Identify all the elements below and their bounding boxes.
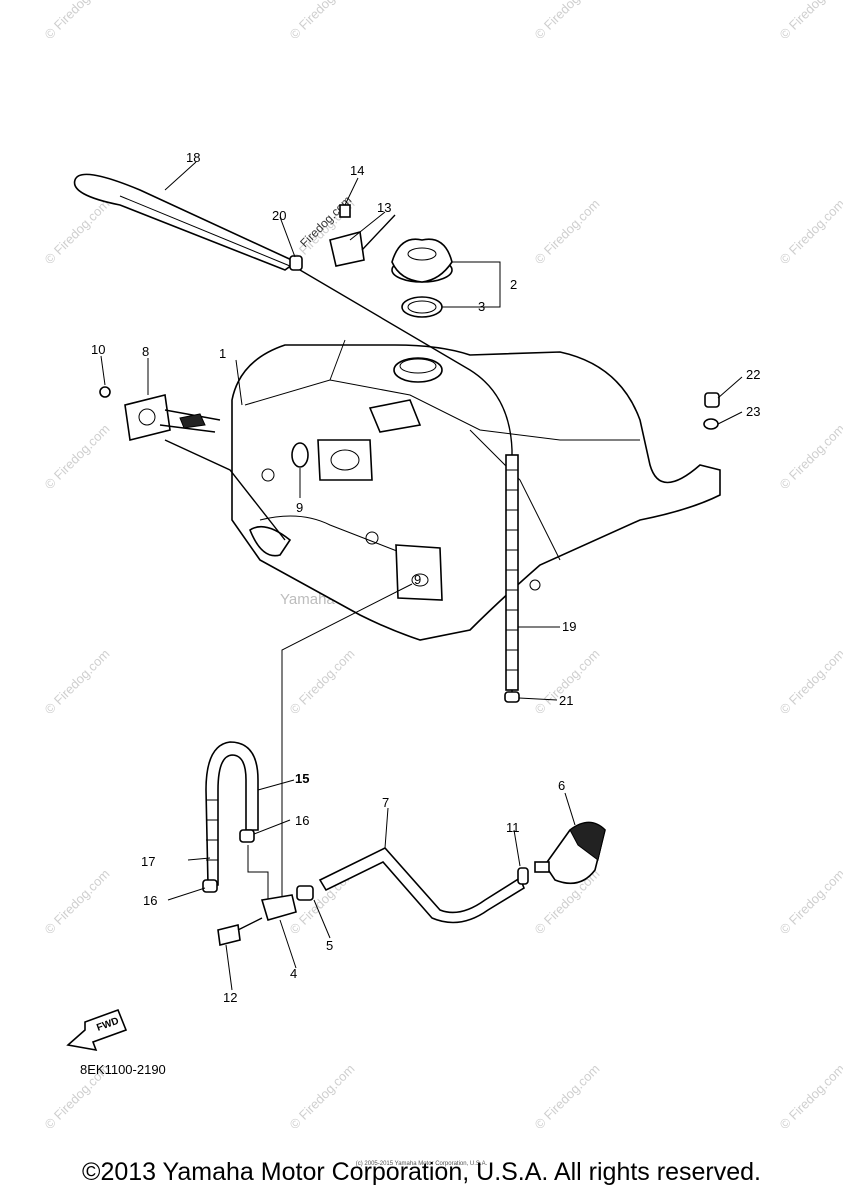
callout-11: 11 — [506, 820, 520, 835]
callout-10: 10 — [91, 342, 105, 357]
callout-23: 23 — [746, 404, 760, 419]
firedog-watermark: © Firedog.com — [287, 0, 358, 42]
fuel-sender-8 — [99, 386, 286, 541]
firedog-watermark: © Firedog.com — [777, 866, 843, 937]
callout-leaders — [100, 161, 743, 991]
callout-20: 20 — [272, 208, 286, 223]
firedog-watermark: © Firedog.com — [777, 646, 843, 717]
callout-22: 22 — [746, 367, 760, 382]
callout-21: 21 — [559, 693, 573, 708]
firedog-watermark: © Firedog.com — [777, 0, 843, 42]
callout-18: 18 — [186, 150, 200, 165]
callout-14: 14 — [350, 163, 364, 178]
callout-3: 3 — [478, 299, 485, 314]
callout-19: 19 — [562, 619, 576, 634]
clip-20 — [289, 255, 303, 271]
firedog-watermark: © Firedog.com — [777, 196, 843, 267]
callout-17: 17 — [141, 854, 155, 869]
leader-line — [281, 583, 413, 915]
firedog-watermark: © Firedog.com — [42, 866, 113, 937]
fuel-filter-6 — [534, 821, 606, 885]
callout-16a: 16 — [295, 813, 309, 828]
fuel-cock-4 — [217, 845, 314, 946]
breather-hose-18 — [73, 173, 298, 271]
firedog-watermark: © Firedog.com — [532, 1061, 603, 1132]
diagram-code: 8EK1100-2190 — [80, 1062, 166, 1077]
firedog-watermark: © Firedog.com — [777, 1061, 843, 1132]
fuel-cap-2 — [391, 238, 453, 283]
valve-13-14 — [329, 204, 396, 267]
small-copyright: (c) 2005-2015 Yamaha Motor Corporation, … — [355, 1161, 488, 1167]
firedog-watermark: © Firedog.com — [42, 646, 113, 717]
callout-1: 1 — [219, 346, 226, 361]
fuel-tank-1 — [231, 339, 721, 641]
callout-6: 6 — [558, 778, 565, 793]
firedog-watermark: © Firedog.com — [777, 421, 843, 492]
firedog-watermark: © Firedog.com — [532, 0, 603, 42]
callout-8: 8 — [142, 344, 149, 359]
callout-15: 15 — [295, 771, 309, 786]
callout-16b: 16 — [143, 893, 157, 908]
callout-13: 13 — [377, 200, 391, 215]
callout-2: 2 — [510, 277, 517, 292]
firedog-watermark: © Firedog.com — [42, 421, 113, 492]
fwd-arrow-icon: FWD — [66, 1008, 128, 1052]
callout-12: 12 — [223, 990, 237, 1005]
hose-15-17 — [202, 741, 259, 893]
fuel-hose-7 — [318, 847, 525, 924]
firedog-watermark: © Firedog.com — [532, 196, 603, 267]
vent-tube-19 — [299, 269, 520, 703]
nut-22-washer-23 — [703, 392, 720, 430]
cap-gasket-3 — [401, 296, 443, 318]
firedog-watermark: © Firedog.com — [42, 0, 113, 42]
callout-9b: 9 — [414, 572, 421, 587]
footer-copyright: ©2013 Yamaha Motor Corporation, U.S.A. A… — [82, 1158, 761, 1186]
callout-7: 7 — [382, 795, 389, 810]
firedog-watermark: © Firedog.com — [287, 646, 358, 717]
clamp-11 — [517, 867, 529, 885]
firedog-watermark: © Firedog.com — [287, 1061, 358, 1132]
callout-5: 5 — [326, 938, 333, 953]
callout-9a: 9 — [296, 500, 303, 515]
firedog-watermark: © Firedog.com — [42, 196, 113, 267]
callout-4: 4 — [290, 966, 297, 981]
